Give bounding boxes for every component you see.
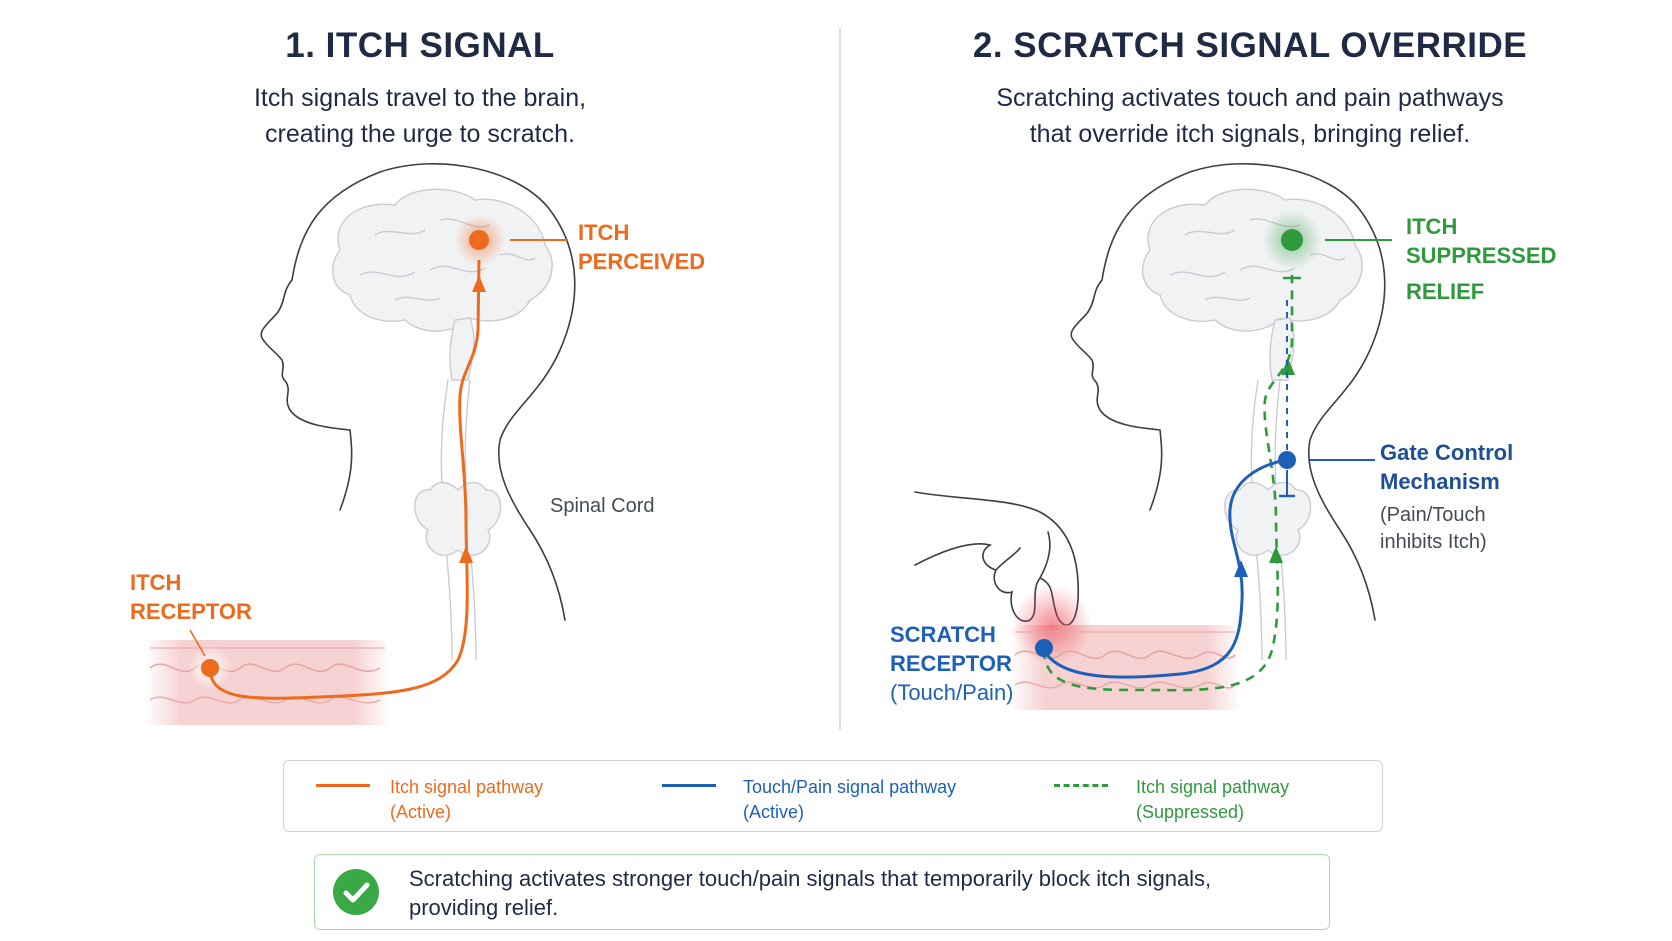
scratch-receptor-dot [1035,639,1053,657]
label-gate-note: (Pain/Touch inhibits Itch) [1380,502,1487,556]
scratching-hand [914,491,1080,626]
itch-perceived-dot [469,230,489,250]
legend-item-itch-active-line2: (Active) [390,802,452,822]
gate-control-dot [1278,451,1296,469]
itch-receptor-leader [189,629,206,657]
label-spinal-cord: Spinal Cord [550,495,655,517]
label-gate-control-line1: Gate Control [1380,440,1514,465]
label-gate-control: Gate Control Mechanism [1380,438,1513,496]
panel1-skin [145,640,390,725]
legend-item-itch-suppressed-line1: Itch signal pathway [1136,777,1290,797]
touch-arrow-up [1234,560,1248,577]
legend-item-touch-active-line2: (Active) [743,802,805,822]
panel1-subtitle-line2: creating the urge to scratch. [265,120,575,148]
label-itch-suppressed-line2: SUPPRESSED [1406,243,1557,268]
panel1-brain [331,188,553,381]
itch-pathway-suppressed [1042,275,1294,692]
summary-box: Scratching activates stronger touch/pain… [314,854,1330,930]
suppressed-arrow-up-1 [1281,358,1295,375]
itch-suppressed-dot [1281,229,1303,251]
panel2-brain [1141,188,1363,381]
itch-arrow-up-1 [472,275,486,292]
summary-line1: Scratching activates stronger touch/pain… [409,866,1212,891]
legend-item-touch-active-line1: Touch/Pain signal pathway [743,777,957,797]
label-itch-perceived-line1: ITCH [578,220,630,245]
label-itch-receptor-line2: RECEPTOR [130,599,252,624]
legend: Itch signal pathway (Active) Touch/Pain … [283,760,1383,832]
panel2-spinal-cord [1224,379,1312,661]
label-itch-receptor-line1: ITCH [130,570,182,595]
legend-line-touch-active [662,784,716,787]
panel2-title: 2. SCRATCH SIGNAL OVERRIDE [972,26,1528,65]
panel1-subtitle: Itch signals travel to the brain, creati… [120,80,720,152]
itch-pathway-active [208,259,481,700]
legend-item-itch-active-line1: Itch signal pathway [390,777,544,797]
label-scratch-receptor-line3: (Touch/Pain) [890,680,1014,705]
label-scratch-receptor-line1: SCRATCH [890,622,996,647]
label-scratch-receptor-line2: RECEPTOR [890,651,1012,676]
legend-item-itch-suppressed: Itch signal pathway (Suppressed) [1136,775,1289,825]
label-scratch-receptor: SCRATCH RECEPTOR (Touch/Pain) [890,620,1014,707]
label-gate-note-line2: inhibits Itch) [1380,531,1487,553]
summary-text: Scratching activates stronger touch/pain… [409,864,1309,922]
legend-item-itch-suppressed-line2: (Suppressed) [1136,802,1245,822]
label-itch-suppressed-line1: ITCH [1406,214,1458,239]
label-itch-receptor: ITCH RECEPTOR [130,568,252,626]
suppressed-arrow-up-2 [1269,546,1283,563]
panel2-head [1070,162,1386,621]
panel2-subtitle: Scratching activates touch and pain path… [900,80,1600,152]
legend-line-itch-active [316,784,370,787]
legend-line-itch-suppressed [1054,784,1108,787]
label-relief: RELIEF [1406,279,1485,304]
label-itch-perceived: ITCH PERCEIVED [578,218,705,276]
panel2-subtitle-line1: Scratching activates touch and pain path… [996,84,1504,112]
label-gate-control-line2: Mechanism [1380,469,1500,494]
check-icon [333,869,379,915]
panel1-title: 1. ITCH SIGNAL [285,26,555,65]
panel2-subtitle-line2: that override itch signals, bringing rel… [1029,120,1471,148]
legend-item-touch-active: Touch/Pain signal pathway (Active) [743,775,956,825]
label-itch-perceived-line2: PERCEIVED [578,249,706,274]
panel1-head [260,162,576,621]
panel1-spinal-cord [414,379,502,661]
label-gate-note-line1: (Pain/Touch [1380,504,1486,526]
panel1-subtitle-line1: Itch signals travel to the brain, [253,84,587,112]
touch-pain-pathway [1042,458,1287,679]
itch-receptor-dot [201,659,219,677]
legend-item-itch-active: Itch signal pathway (Active) [390,775,543,825]
itch-arrow-up-2 [459,546,473,563]
summary-line2: providing relief. [409,895,559,920]
label-itch-suppressed: ITCH SUPPRESSED RELIEF [1406,212,1556,306]
